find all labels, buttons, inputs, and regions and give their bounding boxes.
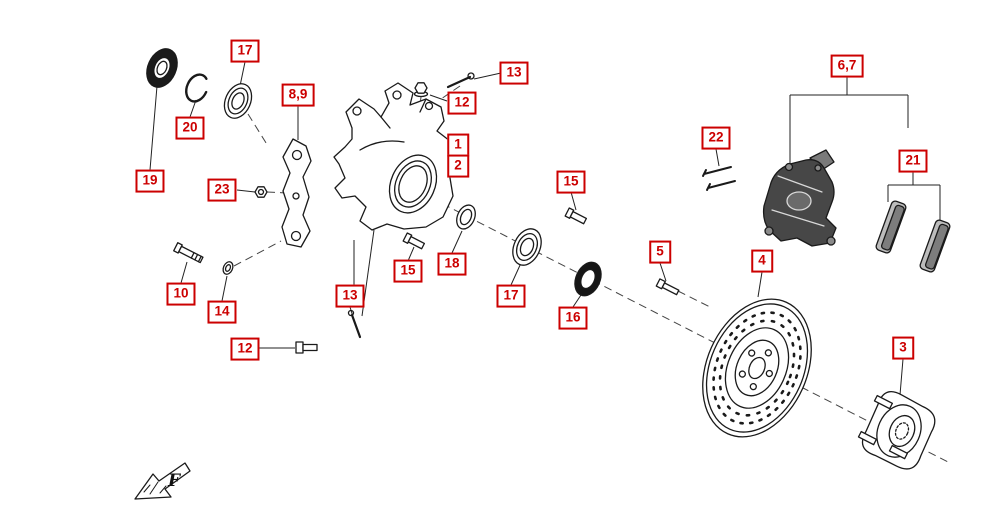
dowel-pin-top-part <box>446 72 475 89</box>
wheel-hub-part <box>857 391 936 470</box>
callout-13-bottom[interactable]: 13 <box>335 284 365 308</box>
oil-seal-part <box>146 48 178 88</box>
callout-21[interactable]: 21 <box>898 149 928 173</box>
callout-4[interactable]: 4 <box>751 249 773 273</box>
callout-14[interactable]: 14 <box>207 300 237 324</box>
callout-23[interactable]: 23 <box>207 178 237 202</box>
callout-18[interactable]: 18 <box>437 252 467 276</box>
callout-16[interactable]: 16 <box>558 306 588 330</box>
bearing-middle-part <box>512 228 542 266</box>
dowel-pin-bottom-part <box>347 309 362 339</box>
pad-pins-part <box>702 166 736 191</box>
brake-pads-part <box>875 200 951 273</box>
bolt-part <box>173 242 204 264</box>
callout-20[interactable]: 20 <box>175 116 205 140</box>
spacer-collar-part <box>456 204 476 230</box>
callout-8-9[interactable]: 8,9 <box>281 83 315 107</box>
callout-15-right[interactable]: 15 <box>556 170 586 194</box>
brake-disc-part <box>702 298 812 438</box>
knuckle-part <box>333 82 457 231</box>
callout-1[interactable]: 1 <box>447 133 469 157</box>
callout-17-upper[interactable]: 17 <box>230 39 260 63</box>
bolt-15-right-part <box>564 207 588 225</box>
callout-12-bottom[interactable]: 12 <box>230 337 260 361</box>
flange-bolt-bottom-part <box>295 341 318 354</box>
callout-12-top[interactable]: 12 <box>447 91 477 115</box>
direction-label: F <box>167 471 182 491</box>
callout-22[interactable]: 22 <box>701 126 731 150</box>
callout-13-top[interactable]: 13 <box>499 61 529 85</box>
callout-3[interactable]: 3 <box>892 336 914 360</box>
callout-5[interactable]: 5 <box>649 240 671 264</box>
callout-10[interactable]: 10 <box>166 282 196 306</box>
bolt-15-left-part <box>402 232 426 250</box>
callout-17-middle[interactable]: 17 <box>496 284 526 308</box>
callout-19[interactable]: 19 <box>135 169 165 193</box>
callout-2[interactable]: 2 <box>447 154 469 178</box>
flange-bolt-top-part <box>413 82 429 98</box>
disc-screw-part <box>655 278 680 296</box>
nut-part <box>254 186 268 198</box>
axis-dashed-lines <box>233 85 949 463</box>
snap-ring-part <box>185 73 209 103</box>
brake-caliper-part <box>762 149 837 247</box>
front-direction-arrow: F <box>134 462 191 500</box>
support-bracket-part <box>281 138 312 248</box>
callout-15-left[interactable]: 15 <box>393 259 423 283</box>
bearing-upper-part <box>223 83 253 119</box>
callout-6-7[interactable]: 6,7 <box>830 54 864 78</box>
oil-seal-lower-part <box>574 261 602 297</box>
washer-part <box>222 261 234 275</box>
